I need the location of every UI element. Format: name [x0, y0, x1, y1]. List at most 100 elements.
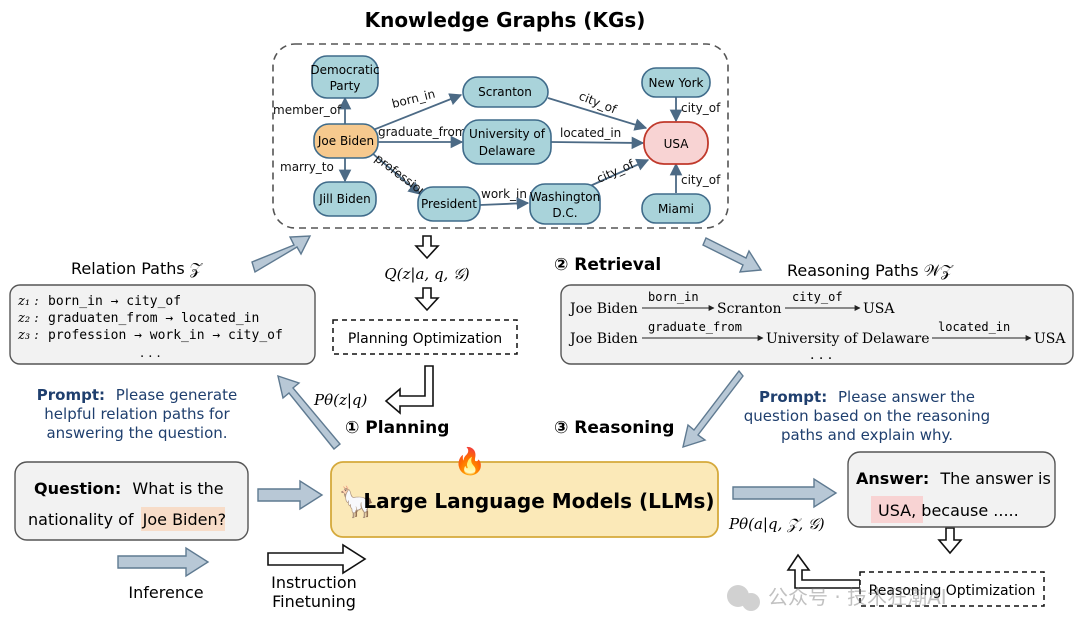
edge-profession: [371, 152, 421, 195]
reasoning-paths-list: Joe Biden born_in Scranton city_of USA J…: [568, 290, 1066, 363]
edge-located-in: [550, 136, 645, 150]
edge-work-in: [479, 197, 530, 210]
kg-nodes: Democratic Party Joe Biden Jill Biden Sc…: [310, 55, 711, 225]
node-joe-biden: Joe Biden: [313, 123, 379, 159]
relation-z1-path: born_in → city_of: [48, 294, 181, 309]
svg-text:D.C.: D.C.: [552, 206, 577, 220]
kg-edges: [338, 93, 683, 210]
watermark: 公众号 · 技术狂潮AI: [727, 585, 947, 611]
edge-city-of-scranton: [547, 97, 648, 131]
question-line2: nationality of Joe Biden?: [28, 510, 226, 529]
prompt-right-line2: question based on the reasoning: [744, 407, 990, 425]
node-democratic-party: Democratic Party: [310, 55, 380, 99]
node-washington-dc: Washington D.C.: [529, 183, 601, 225]
relation-paths-box: [9, 284, 316, 365]
question-highlight: [141, 507, 225, 531]
prompt-left-line3: answering the question.: [46, 424, 227, 442]
prompt-right: Prompt: Please answer the question based…: [744, 388, 990, 444]
label-located-in: located_in: [560, 126, 621, 140]
answer-label: Answer:: [856, 469, 929, 488]
answer-formula: Pθ(a|q, 𝒵, 𝒢): [728, 515, 825, 533]
relation-paths-title: Relation Paths 𝒵: [71, 259, 203, 278]
svg-text:Democratic: Democratic: [310, 63, 379, 77]
question-highlight-text: Joe Biden: [142, 510, 218, 529]
rp2-mid: University of Delaware: [766, 331, 930, 347]
rp1-rel2: city_of: [792, 290, 843, 304]
rp1-rel1: born_in: [648, 290, 699, 304]
arrow-question-to-llm: [257, 479, 324, 511]
prompt-right-line1: Please answer the: [838, 388, 975, 406]
svg-text:Miami: Miami: [658, 202, 694, 216]
rp2-end: USA: [1034, 331, 1066, 347]
arrow-planning-back: [384, 365, 434, 415]
block-arrows: [117, 235, 838, 578]
llm-label: Large Language Models (LLMs): [363, 489, 714, 513]
label-work-in: work_in: [481, 187, 527, 201]
rp2-rel2: located_in: [938, 320, 1010, 334]
rp2-start: Joe Biden: [568, 331, 638, 347]
svg-text:USA: USA: [664, 137, 690, 151]
node-usa: USA: [643, 121, 709, 165]
planning-label: ① Planning: [345, 418, 449, 438]
prompt-right-line3: paths and explain why.: [781, 426, 953, 444]
node-president: President: [417, 186, 481, 222]
answer-highlight-text: USA: [878, 501, 911, 520]
legend-finetuning-arrow: [267, 543, 367, 575]
prompt-left-label: Prompt:: [37, 386, 105, 404]
prompt-left-line2: helpful relation paths for: [44, 405, 230, 423]
relation-z3-path: profession → work_in → city_of: [48, 328, 283, 343]
node-jill-biden: Jill Biden: [313, 181, 377, 217]
p-formula: Pθ(z|q): [313, 391, 368, 409]
question-end: ?: [218, 510, 227, 529]
answer-line2: USA, because .....: [878, 501, 1019, 520]
svg-text:Jill Biden: Jill Biden: [318, 192, 371, 206]
relation-z2-label: z₂ :: [17, 311, 39, 326]
arrow-relation-to-kg: [251, 235, 312, 274]
legend-inference-label: Inference: [128, 583, 203, 602]
prompt-left: Prompt: Please generate helpful relation…: [37, 386, 237, 442]
llm-box: [330, 461, 719, 538]
node-new-york: New York: [641, 67, 711, 98]
prompt-right-label: Prompt:: [759, 388, 827, 406]
arrow-llm-to-answer: [732, 477, 838, 509]
arrow-kg-down-2: [414, 287, 440, 312]
reasoning-optimization-box: [859, 571, 1045, 607]
rp1-start: Joe Biden: [568, 301, 638, 317]
reasoning-label: ③ Reasoning: [554, 418, 674, 438]
svg-text:President: President: [421, 197, 477, 211]
node-university-of-delaware: University of Delaware: [462, 119, 552, 165]
legend-finetuning-line1: Instruction: [271, 573, 357, 592]
llama-icon: 🦙: [338, 484, 375, 520]
svg-text:University of: University of: [469, 127, 546, 141]
wechat-icon: [727, 585, 749, 607]
arrow-answer-down: [937, 527, 963, 555]
svg-text:Joe Biden: Joe Biden: [317, 134, 374, 148]
relation-more: . . .: [140, 346, 161, 361]
legend-finetuning-line2: Finetuning: [272, 592, 356, 611]
rp1-mid: Scranton: [717, 301, 782, 317]
edge-city-of-washington: [589, 158, 650, 187]
svg-text:Scranton: Scranton: [478, 85, 532, 99]
answer-highlight: [871, 496, 923, 523]
label-city-of-3: city_of: [681, 101, 721, 115]
rp1-end: USA: [863, 301, 895, 317]
edge-born-in: [372, 93, 463, 131]
kg-title: Knowledge Graphs (KGs): [365, 8, 646, 32]
relation-z2-path: graduaten_from → located_in: [48, 311, 259, 326]
answer-text2: , because .....: [911, 501, 1019, 520]
legend-inference-arrow: [117, 546, 210, 578]
planning-optimization-label: Planning Optimization: [348, 331, 502, 347]
q-formula: Q(z|a, q, 𝒢): [384, 265, 469, 283]
answer-line1: Answer: The answer is: [856, 469, 1051, 488]
watermark-text: 公众号 · 技术狂潮AI: [768, 585, 947, 609]
svg-text:Prompt: Please answer th: Prompt: Please answer the: [759, 388, 975, 406]
question-line1: Question: What is the: [34, 479, 224, 498]
node-scranton: Scranton: [462, 76, 549, 108]
svg-text:Delaware: Delaware: [479, 144, 536, 158]
relation-paths-list: z₁ : born_in → city_of z₂ : graduaten_fr…: [17, 294, 283, 361]
hollow-arrows: [267, 235, 963, 589]
reasoning-paths-title: Reasoning Paths 𝒲𝒵: [787, 261, 953, 280]
prompt-left-line1: Please generate: [116, 386, 237, 404]
retrieval-label: ② Retrieval: [554, 255, 661, 275]
